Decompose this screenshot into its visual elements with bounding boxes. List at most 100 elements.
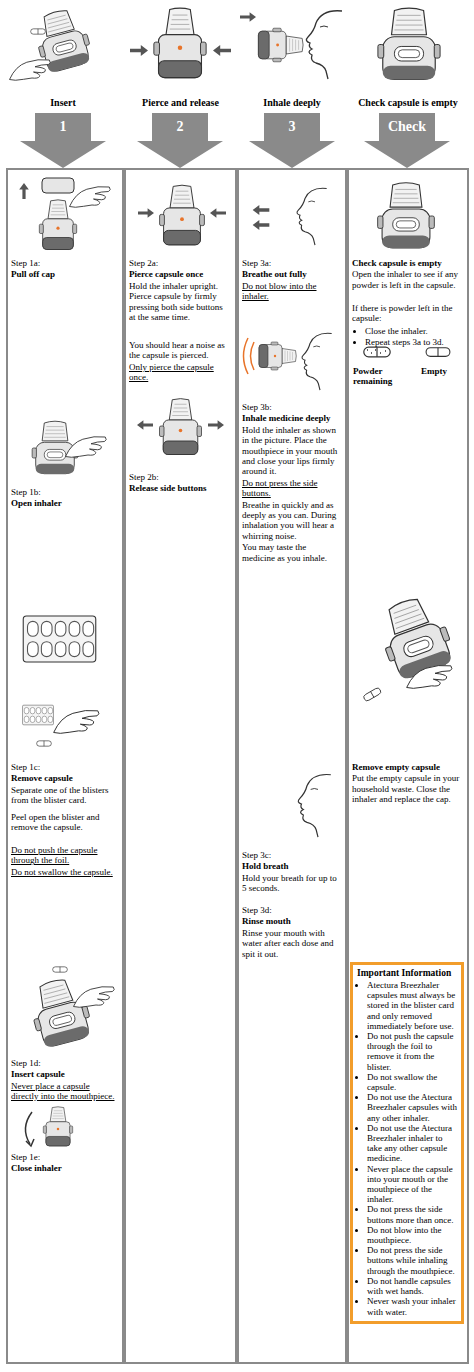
step-text: Step 3b: (242, 402, 341, 412)
inhaler-drawing (160, 185, 205, 245)
step-number: 1 (20, 119, 106, 135)
bullet-text: Never wash your inhaler with water. (367, 1296, 458, 1316)
step-title: Remove empty capsule (352, 762, 463, 772)
arrow-fill (137, 113, 223, 168)
bullet-text: Close the inhaler. (365, 326, 463, 336)
step-text: Rinse your mouth with water after each d… (242, 928, 341, 959)
step-text: Step 3c: (242, 850, 341, 860)
arrow-fill (364, 113, 450, 168)
step-arrow: 2 (137, 113, 223, 168)
step-number: 2 (137, 119, 223, 135)
step-title: Hold breath (242, 861, 341, 871)
step-text: Put the empty capsule in your household … (352, 773, 463, 804)
box-heading: Important Information (357, 968, 458, 979)
step-text: Step 3a: (242, 258, 341, 268)
face-drawing (306, 11, 342, 79)
face-drawing (302, 333, 332, 390)
inhaler-drawing (39, 200, 76, 250)
step-text: Do not swallow the capsule. (11, 867, 118, 877)
step-title: Inhale medicine deeply (242, 413, 341, 423)
bullet-text: Do not blow into the mouthpiece. (367, 1225, 458, 1245)
step-column: Step 3a:Breathe out fullyDo not blow int… (237, 168, 347, 1364)
step-text: Separate one of the blisters from the bl… (11, 785, 118, 806)
step-title: Empty (421, 366, 461, 376)
inhaler-drawing (259, 342, 296, 370)
step-text: Step 1d: (11, 1058, 118, 1068)
step-heading: Pierce and release (124, 97, 237, 109)
step-text: Step 1b: (11, 487, 118, 497)
breath-arrow (253, 205, 270, 215)
capsule-drawing (31, 29, 46, 34)
step-title: Close inhaler (11, 1163, 118, 1173)
arrow-fill (20, 113, 106, 168)
step-heading: Insert (8, 97, 118, 109)
release-arrow (208, 420, 224, 430)
step-text: Peel open the blister and remove the cap… (11, 812, 118, 833)
breath-arrow (253, 220, 270, 230)
step-title: Remove capsule (11, 773, 118, 783)
step-heading: Check capsule is empty (347, 97, 469, 109)
step-text: Hold the inhaler as shown in the picture… (242, 425, 341, 477)
step-text: Breathe in quickly and as deeply as you … (242, 500, 341, 542)
step-text: Open the inhaler to see if any powder is… (352, 269, 463, 290)
capsule-drawing (37, 741, 52, 746)
face-drawing (298, 775, 331, 838)
press-arrow (130, 45, 148, 56)
capsule-drawing (364, 347, 390, 357)
step-text: Only pierce the capsule once. (129, 362, 231, 383)
bullet-text: Do not use the Atectura Breezhaler inhal… (367, 1123, 458, 1164)
step-text: Step 3d: (242, 905, 341, 915)
step-arrow: Check (364, 113, 450, 168)
step-title: Insert capsule (11, 1069, 118, 1079)
hand-drawing (66, 437, 107, 458)
hand-drawing (54, 710, 99, 733)
bullet-text: Do not handle capsules with wet hands. (367, 1276, 458, 1296)
step-text: Do not push the capsule through the foil… (11, 845, 118, 866)
important-information-box: Important InformationAtectura Breezhaler… (350, 962, 464, 1324)
step-title: Powder remaining (353, 366, 403, 387)
step-heading: Inhale deeply (237, 97, 347, 109)
step-title: Release side buttons (129, 483, 231, 493)
step-text: Step 1c: (11, 762, 118, 772)
capsule-drawing (426, 348, 450, 357)
bullet-text: Never place the capsule into your mouth … (367, 1164, 458, 1205)
step-text: Step 1e: (11, 1152, 118, 1162)
step-text: Hold the inhaler upright. Pierce capsule… (129, 281, 231, 323)
inhaler-drawing (43, 1107, 72, 1146)
step-title: Check capsule is empty (352, 258, 463, 268)
hand-drawing (407, 665, 452, 688)
release-arrow (137, 420, 153, 430)
step-title: Pull off cap (11, 269, 118, 279)
inhaler-drawing (160, 399, 202, 455)
arrow-fill (249, 113, 335, 168)
close-arrow (25, 1112, 32, 1144)
bullet-text: Do not swallow the capsule. (367, 1072, 458, 1092)
step-title: Rinse mouth (242, 916, 341, 926)
step-title: Breathe out fully (242, 269, 341, 279)
step-text: Do not press the side buttons. (242, 478, 341, 499)
bullet-text: Do not press the side buttons more than … (367, 1204, 458, 1224)
step-text: Step 2a: (129, 258, 231, 268)
blister-drawing (22, 705, 53, 725)
step-number: Check (364, 119, 450, 135)
press-arrow (138, 208, 154, 218)
step-text: Never place a capsule directly into the … (11, 1081, 118, 1102)
hand-drawing (70, 187, 111, 208)
bullet-text: Do not push the capsule through the foil… (367, 1031, 458, 1072)
bullet-list: Atectura Breezhaler capsules must always… (357, 980, 458, 1317)
capsule-drawing (363, 687, 382, 702)
step-arrow: 1 (20, 113, 106, 168)
step-title: Open inhaler (11, 498, 118, 508)
inhaler-drawing (154, 8, 206, 78)
step-arrow: 3 (249, 113, 335, 168)
cap-drawing (42, 178, 74, 193)
inhaler-drawing (378, 8, 440, 79)
step-column: Step 1a:Pull off capStep 1b:Open inhaler… (6, 168, 124, 1364)
pull-arrow (19, 183, 29, 199)
step-number: 3 (249, 119, 335, 135)
face-drawing (297, 188, 327, 245)
inhaler-drawing (378, 183, 435, 248)
press-arrow (210, 208, 226, 218)
bullet-text: Do not use the Atectura Breezhaler capsu… (367, 1092, 458, 1123)
